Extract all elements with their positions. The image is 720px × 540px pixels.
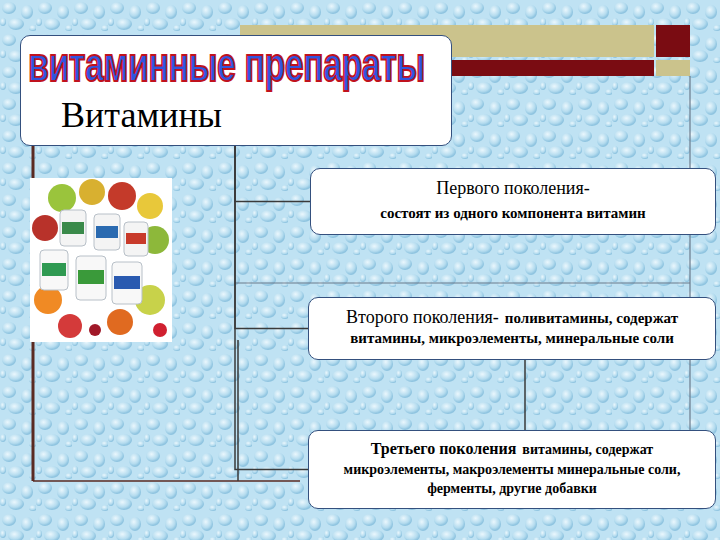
bottle-label	[114, 276, 140, 289]
tree-connector	[235, 146, 308, 470]
generation-box: Первого поколения-состоят из одного комп…	[310, 168, 716, 235]
apple	[32, 215, 58, 241]
bottle	[124, 222, 148, 256]
berry	[153, 323, 167, 337]
frame-line	[689, 76, 690, 432]
frame-line	[235, 282, 690, 283]
bottle	[76, 256, 106, 300]
frame-line	[237, 340, 239, 481]
khaki-square	[656, 60, 690, 76]
frame-line	[33, 480, 300, 482]
bottle-label	[126, 233, 146, 244]
node-heading: Третьего поколения	[371, 440, 517, 457]
bottle-label	[42, 263, 66, 276]
apple	[48, 184, 76, 212]
bottle	[94, 214, 120, 250]
photo-ground	[30, 178, 172, 342]
tree-connector	[524, 360, 526, 430]
bottle-label	[96, 226, 118, 238]
berry	[89, 324, 101, 336]
bottle	[60, 210, 86, 246]
generation-box: Третьего поколениявитамины, содержат мик…	[308, 430, 716, 509]
tree-connector	[235, 146, 308, 329]
apple	[137, 193, 163, 219]
bottle	[40, 250, 68, 290]
bottle-label	[62, 222, 84, 234]
berry	[58, 314, 82, 338]
node-body: состоят из одного компонента витамин	[323, 204, 703, 224]
orange	[107, 309, 133, 335]
vitamin-illustration	[30, 178, 172, 342]
title-wordart: витаминные препараты	[28, 40, 425, 88]
tree-connector	[235, 146, 310, 202]
red-square	[656, 25, 690, 57]
node-heading: Первого поколения-	[323, 177, 703, 200]
node-heading: Второго поколения-	[346, 307, 499, 327]
node-heading: Витамины	[61, 92, 437, 139]
generation-box: Второго поколения-поливитамины, содержат…	[308, 297, 716, 360]
bottle-label	[78, 270, 104, 284]
bottles	[40, 210, 148, 304]
apple	[108, 182, 136, 210]
bottle	[112, 262, 142, 304]
apple	[79, 179, 105, 205]
